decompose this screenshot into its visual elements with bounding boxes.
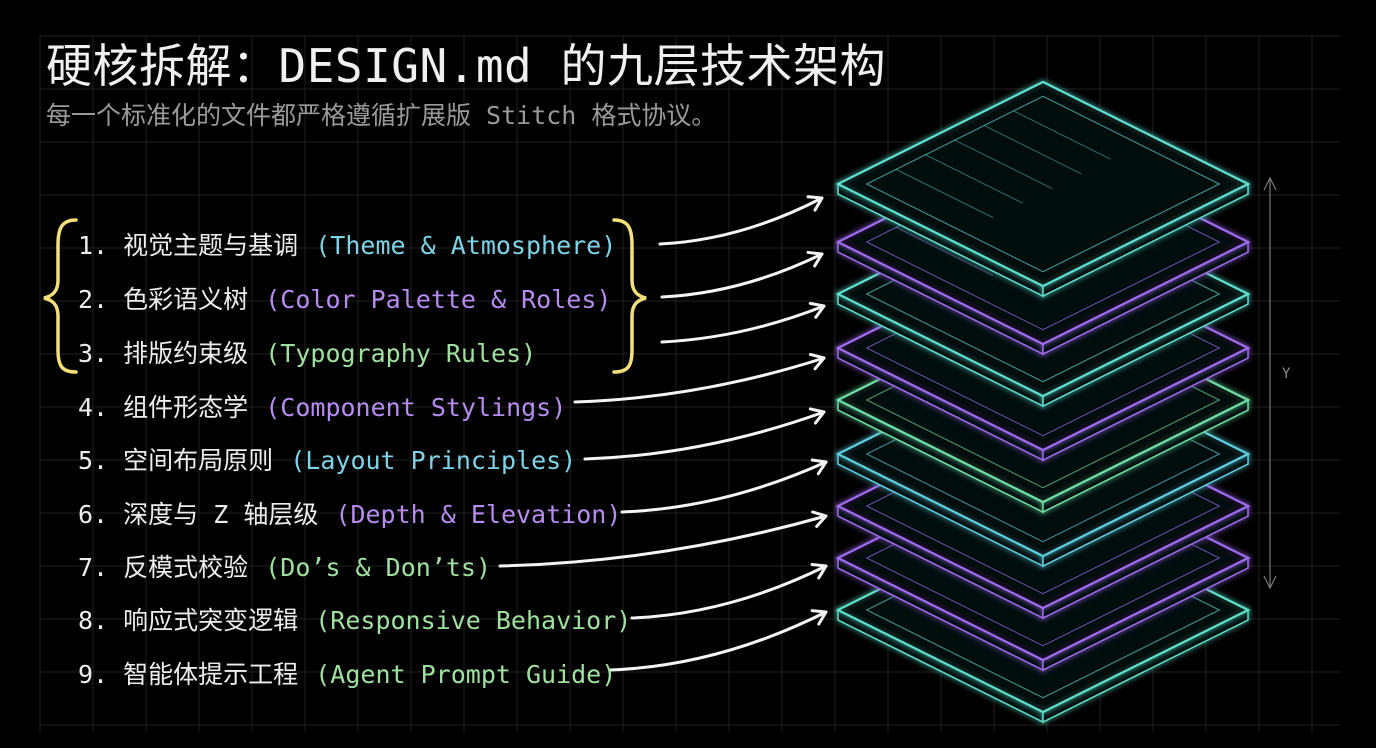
layer-item-4: 4. 组件形态学 (Component Stylings) bbox=[78, 388, 566, 424]
layer-title-en: (Responsive Behavior) bbox=[315, 606, 632, 635]
layer-title-zh: 排版约束级 bbox=[123, 339, 249, 368]
layer-item-3: 3. 排版约束级 (Typography Rules) bbox=[78, 334, 536, 370]
layer-title-en: (Layout Principles) bbox=[290, 446, 577, 475]
layer-number: 8. bbox=[78, 606, 109, 635]
layer-number: 5. bbox=[78, 446, 109, 475]
layer-title-zh: 响应式突变逻辑 bbox=[123, 606, 299, 635]
layer-number: 1. bbox=[78, 231, 109, 260]
layer-title-zh: 组件形态学 bbox=[123, 393, 249, 422]
layer-number: 9. bbox=[78, 660, 109, 689]
connector-arrow bbox=[658, 195, 824, 246]
layer-title-en: (Theme & Atmosphere) bbox=[315, 231, 617, 260]
layer-title-zh: 空间布局原则 bbox=[123, 446, 274, 475]
connector-arrow bbox=[630, 563, 828, 620]
layer-title-zh: 智能体提示工程 bbox=[123, 660, 299, 689]
layer-title-en: (Color Palette & Roles) bbox=[265, 285, 612, 314]
connector-arrow bbox=[660, 301, 826, 344]
left-brace bbox=[43, 218, 78, 374]
layer-title-en: (Agent Prompt Guide) bbox=[315, 660, 617, 689]
layer-number: 6. bbox=[78, 500, 109, 529]
page-title: 硬核拆解：DESIGN.md 的九层技术架构 bbox=[46, 39, 886, 93]
stack-plate bbox=[835, 80, 1251, 298]
layer-item-2: 2. 色彩语义树 (Color Palette & Roles) bbox=[78, 280, 611, 316]
layer-number: 2. bbox=[78, 285, 109, 314]
connector-arrow bbox=[620, 458, 828, 514]
connector-arrows bbox=[498, 195, 828, 672]
page-subtitle: 每一个标准化的文件都严格遵循扩展版 Stitch 格式协议。 bbox=[46, 101, 717, 130]
layer-item-5: 5. 空间布局原则 (Layout Principles) bbox=[78, 441, 576, 477]
layer-title-zh: 深度与 Z 轴层级 bbox=[123, 500, 319, 529]
layer-item-9: 9. 智能体提示工程 (Agent Prompt Guide) bbox=[78, 655, 616, 691]
layer-number: 3. bbox=[78, 339, 109, 368]
connector-arrow bbox=[660, 250, 824, 299]
layer-item-7: 7. 反模式校验 (Do’s & Don’ts) bbox=[78, 548, 491, 584]
layer-title-en: (Do’s & Don’ts) bbox=[265, 553, 492, 582]
layer-title-en: (Typography Rules) bbox=[265, 339, 537, 368]
layer-number: 7. bbox=[78, 553, 109, 582]
right-brace bbox=[612, 218, 647, 374]
layer-stack bbox=[835, 80, 1251, 724]
layer-title-en: (Component Stylings) bbox=[265, 393, 567, 422]
connector-arrow bbox=[573, 352, 826, 404]
connector-arrow bbox=[608, 609, 828, 672]
y-axis-indicator: Y bbox=[1263, 176, 1291, 590]
connector-arrow bbox=[498, 510, 828, 568]
layer-title-zh: 色彩语义树 bbox=[123, 285, 249, 314]
layer-title-zh: 视觉主题与基调 bbox=[123, 231, 299, 260]
y-axis-label: Y bbox=[1282, 366, 1291, 382]
connector-arrow bbox=[583, 407, 826, 461]
layer-number: 4. bbox=[78, 393, 109, 422]
layer-title-zh: 反模式校验 bbox=[123, 553, 249, 582]
layer-title-en: (Depth & Elevation) bbox=[335, 500, 622, 529]
layer-item-8: 8. 响应式突变逻辑 (Responsive Behavior) bbox=[78, 601, 631, 637]
grouping-brace bbox=[43, 218, 647, 374]
layer-item-6: 6. 深度与 Z 轴层级 (Depth & Elevation) bbox=[78, 495, 621, 531]
layer-item-1: 1. 视觉主题与基调 (Theme & Atmosphere) bbox=[78, 226, 616, 262]
